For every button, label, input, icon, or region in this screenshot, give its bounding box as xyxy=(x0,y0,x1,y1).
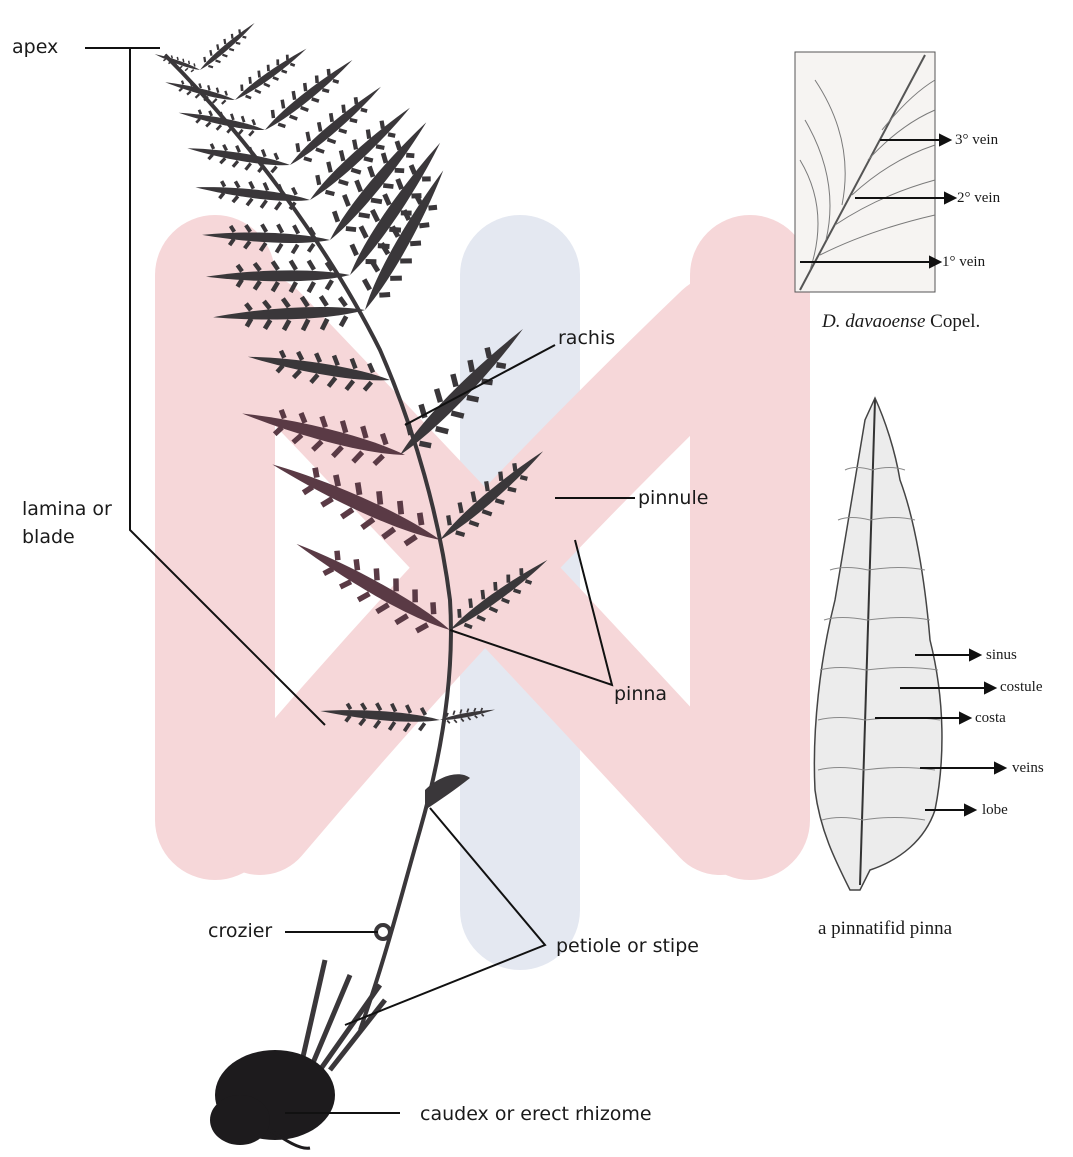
caption-pinnatifid: a pinnatifid pinna xyxy=(818,918,952,940)
label-costule: costule xyxy=(1000,679,1043,696)
label-sinus: sinus xyxy=(986,647,1017,664)
label-costa: costa xyxy=(975,710,1006,727)
label-veins: veins xyxy=(1012,760,1044,777)
label-lobe: lobe xyxy=(982,802,1008,819)
